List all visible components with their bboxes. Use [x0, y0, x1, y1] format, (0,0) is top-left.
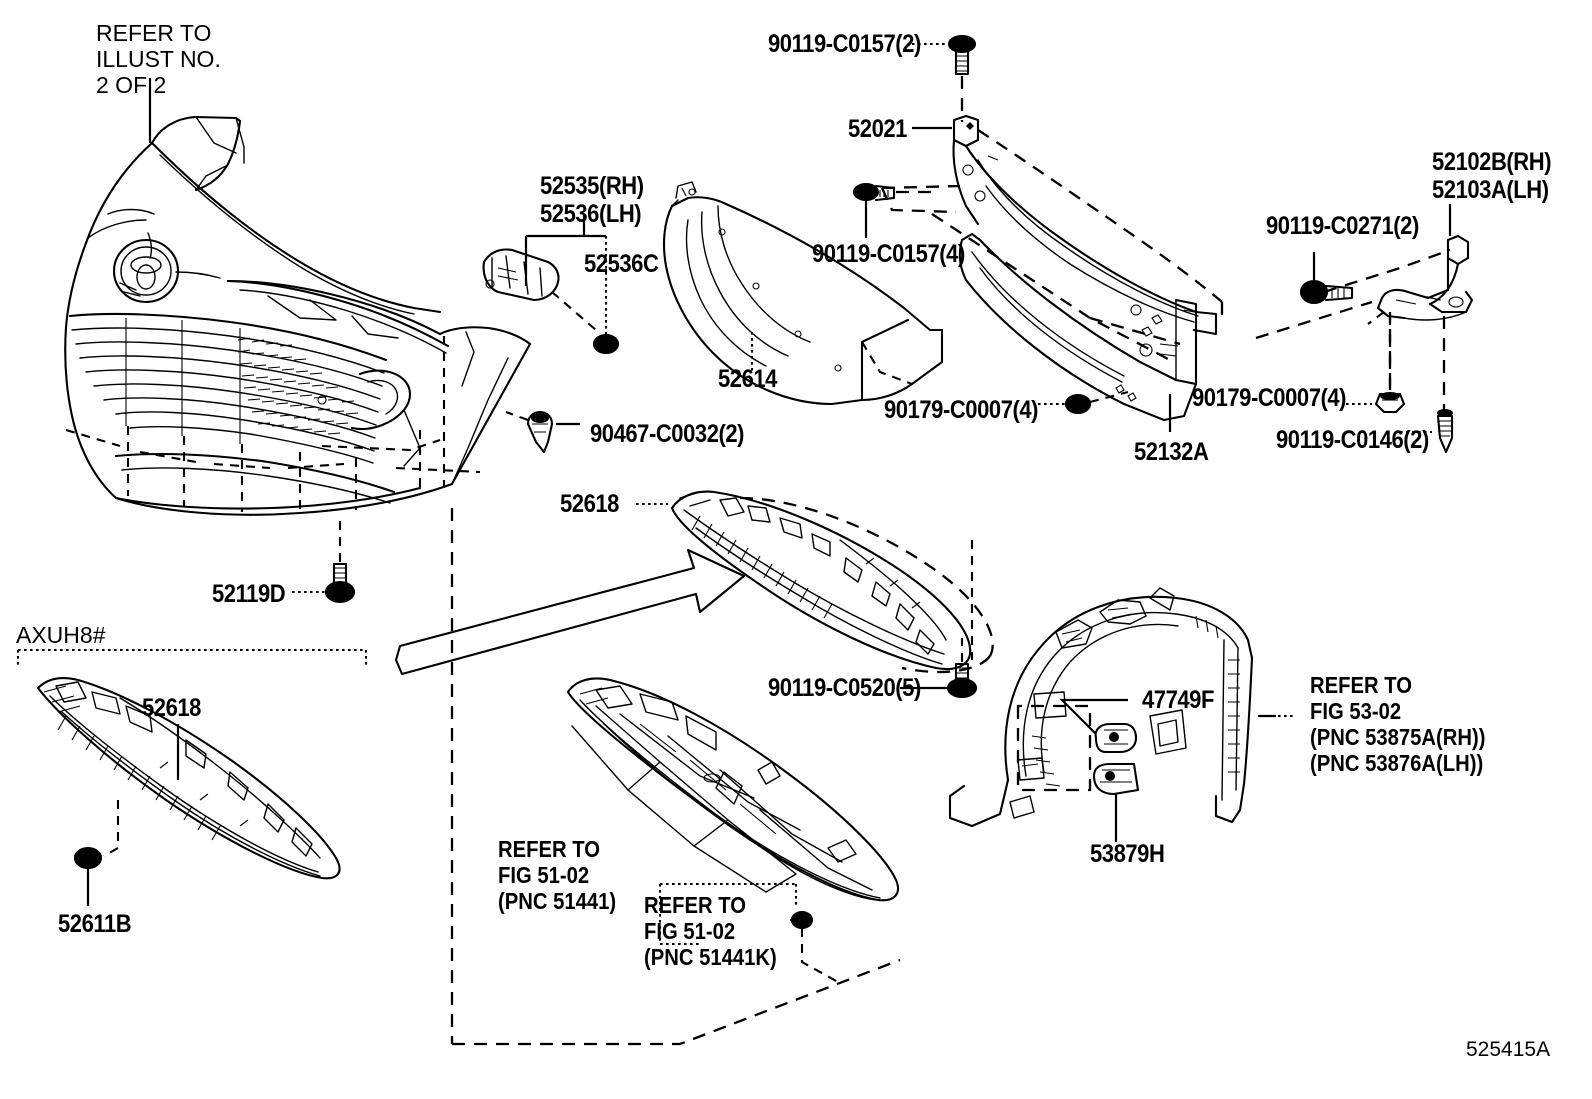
label-53879h: 53879H	[1090, 840, 1165, 868]
label-52618-axuh8: 52618	[142, 694, 201, 722]
nut-90179-c0007-4-right	[1346, 316, 1406, 414]
label-90119-c0271-2: 90119-C0271(2)	[1266, 212, 1419, 240]
label-52132a: 52132A	[1134, 438, 1209, 466]
label-52535-rh: 52535(RH)	[540, 172, 644, 200]
bumper-side-support-bracket-illustration	[1255, 204, 1474, 410]
front-bumper-cover-illustration	[64, 78, 532, 516]
bolt-90119-c0157-2	[912, 34, 977, 122]
label-47749f: 47749F	[1142, 686, 1214, 714]
radiator-support-seal-axuh8-illustration	[16, 648, 368, 906]
bolt-90119-c0146-2	[1400, 409, 1454, 454]
bumper-side-retainer-bracket-illustration	[482, 215, 620, 355]
clip-52536c	[592, 333, 620, 355]
radiator-support-seal-upper-illustration	[636, 490, 994, 674]
label-52102b-rh: 52102B(RH)	[1432, 148, 1552, 176]
label-52611b: 52611B	[58, 910, 132, 938]
bolt-90119-c0157-4	[852, 182, 940, 238]
label-52536c: 52536C	[584, 250, 659, 278]
bumper-reinforcement-beam-illustration	[931, 213, 1198, 432]
bolt-52119d	[292, 516, 356, 604]
refer-fig51-02-label: REFER TO FIG 51-02 (PNC 51441)	[498, 836, 617, 914]
bumper-energy-absorber-illustration	[662, 181, 944, 406]
nut-90179-c0007-4-left	[1038, 390, 1129, 415]
clip-90467-c0032-2	[505, 410, 580, 454]
refer-fig53-02-label: REFER TO FIG 53-02 (PNC 53875A(RH)) (PNC…	[1310, 672, 1486, 776]
label-90179-c0007-4-right: 90179-C0007(4)	[1192, 384, 1347, 412]
label-52119d: 52119D	[212, 580, 286, 608]
front-fender-liner-illustration	[948, 587, 1296, 828]
assembly-direction-arrow	[394, 548, 746, 676]
radiator-support-upper-illustration	[880, 114, 1224, 336]
clip-52611b	[73, 846, 103, 870]
label-90467-c0032-2: 90467-C0032(2)	[590, 420, 745, 448]
label-52614: 52614	[718, 365, 777, 393]
group-bracket-label-axuh8: AXUH8#	[16, 622, 106, 648]
label-90119-c0520-5: 90119-C0520(5)	[768, 674, 921, 702]
bolt-90119-c0271-2	[1299, 252, 1354, 305]
clip-51441k	[790, 910, 814, 930]
label-52618-main: 52618	[560, 490, 619, 518]
refer-fig51-02k-label: REFER TO FIG 51-02 (PNC 51441K)	[644, 892, 777, 970]
label-52021: 52021	[848, 115, 907, 143]
clip-47749f	[1059, 698, 1138, 754]
refer-illust-no-label: REFER TO ILLUST NO. 2 OF 2	[96, 20, 221, 98]
label-52536-lh: 52536(LH)	[540, 200, 642, 228]
label-90119-c0157-2: 90119-C0157(2)	[768, 30, 921, 58]
bolt-90119-c0520-5	[900, 638, 978, 699]
figure-code-label: 525415A	[1466, 1038, 1551, 1061]
engine-under-cover-illustration	[566, 677, 900, 983]
label-90119-c0146-2: 90119-C0146(2)	[1276, 426, 1429, 454]
label-90179-c0007-4-left: 90179-C0007(4)	[884, 396, 1039, 424]
clip-53879h	[1092, 762, 1140, 842]
label-52103a-lh: 52103A(LH)	[1432, 176, 1549, 204]
label-90119-c0157-4: 90119-C0157(4)	[812, 240, 965, 268]
